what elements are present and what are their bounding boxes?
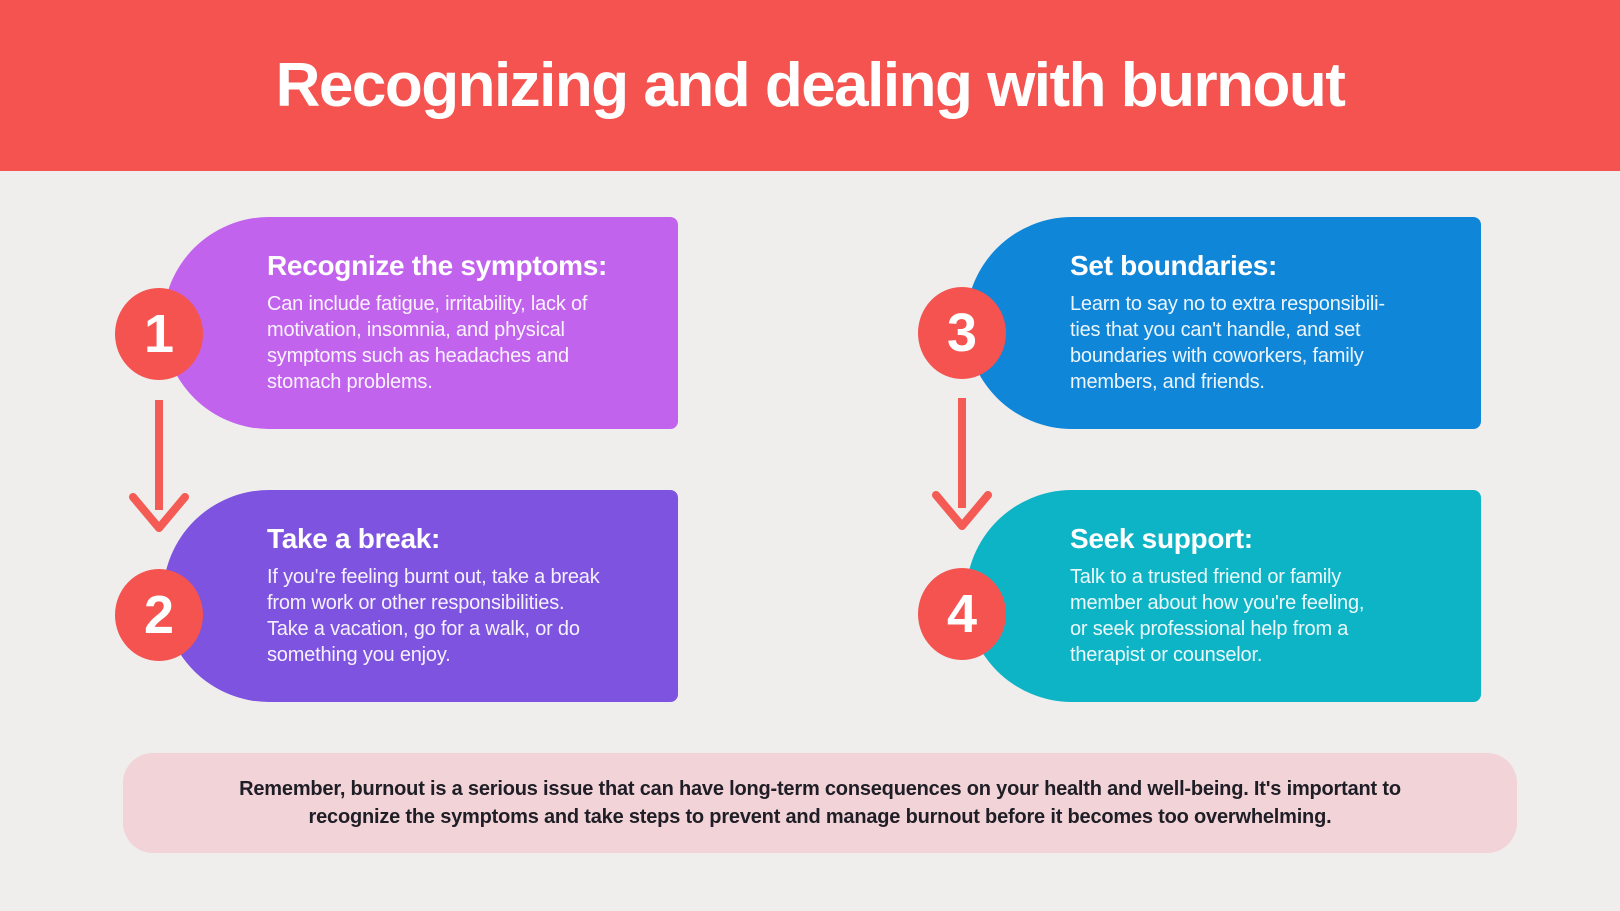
step-1-number: 1 (143, 304, 175, 364)
step-3-title: Set boundaries: (1070, 250, 1278, 281)
step-3-body: Learn to say no to extra responsibili- t… (1070, 293, 1385, 393)
page-title: Recognizing and dealing with burnout (275, 51, 1346, 120)
arrow-down-icon (129, 400, 189, 532)
reminder-text: Remember, burnout is a serious issue tha… (239, 778, 1401, 828)
arrow-down-icon (932, 398, 992, 530)
step-4-number: 4 (946, 584, 978, 644)
step-2-title: Take a break: (267, 523, 441, 554)
step-card-3: Set boundaries: Learn to say no to extra… (966, 217, 1481, 429)
step-4-body: Talk to a trusted friend or family membe… (1070, 566, 1365, 666)
step-4-title: Seek support: (1070, 523, 1253, 554)
reminder-note: Remember, burnout is a serious issue tha… (123, 753, 1517, 853)
step-card-2: Take a break: If you're feeling burnt ou… (163, 490, 678, 702)
step-3-number-badge: 3 (918, 287, 1006, 379)
step-2-number: 2 (143, 585, 175, 645)
step-4-number-badge: 4 (918, 568, 1006, 660)
header-banner: Recognizing and dealing with burnout (0, 0, 1620, 171)
step-2-body: If you're feeling burnt out, take a brea… (267, 566, 600, 666)
step-card-4: Seek support: Talk to a trusted friend o… (966, 490, 1481, 702)
step-1-number-badge: 1 (115, 288, 203, 380)
step-3-number: 3 (946, 303, 978, 363)
step-2-number-badge: 2 (115, 569, 203, 661)
step-card-1: Recognize the symptoms: Can include fati… (163, 217, 678, 429)
step-1-body: Can include fatigue, irritability, lack … (267, 293, 588, 393)
step-1-title: Recognize the symptoms: (267, 250, 608, 281)
